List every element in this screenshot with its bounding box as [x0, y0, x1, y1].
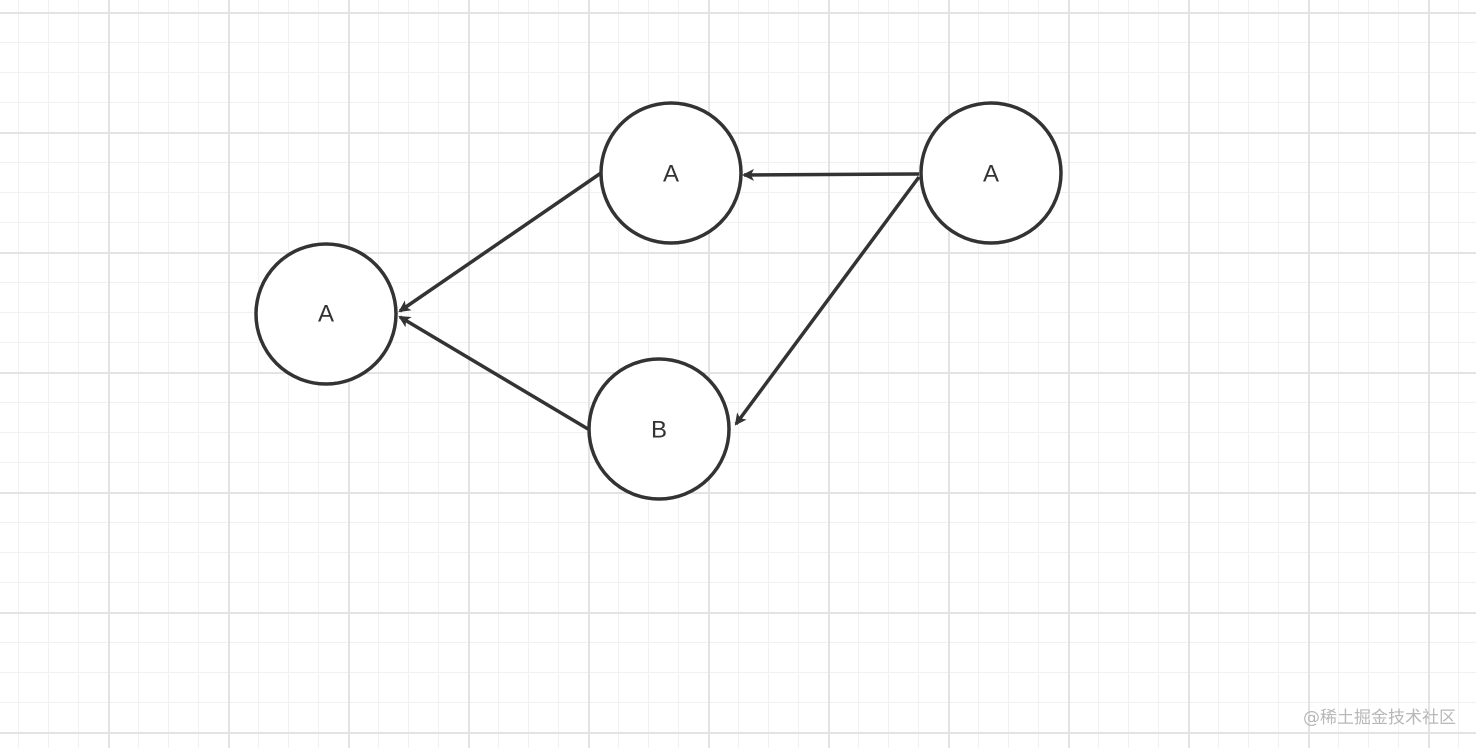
node-circle: [254, 242, 398, 386]
node-circle: [599, 101, 743, 245]
edge-top-mid-to-left: [398, 171, 602, 313]
node-label: B: [651, 416, 667, 443]
edge-bottom-mid-to-left: [398, 315, 589, 431]
node-label: A: [663, 160, 679, 187]
node-label: A: [318, 300, 334, 327]
node-label: A: [983, 160, 999, 187]
edge-top-right-to-top-mid: [742, 168, 920, 181]
node-left[interactable]: A: [254, 242, 398, 386]
edge-top-right-to-bottom-mid: [734, 175, 921, 426]
node-top-mid[interactable]: A: [599, 101, 743, 245]
watermark: @稀土掘金技术社区: [1303, 708, 1456, 728]
node-bottom-mid[interactable]: B: [587, 357, 731, 501]
node-circle: [587, 357, 731, 501]
node-circle: [919, 101, 1063, 245]
node-top-right[interactable]: A: [919, 101, 1063, 245]
